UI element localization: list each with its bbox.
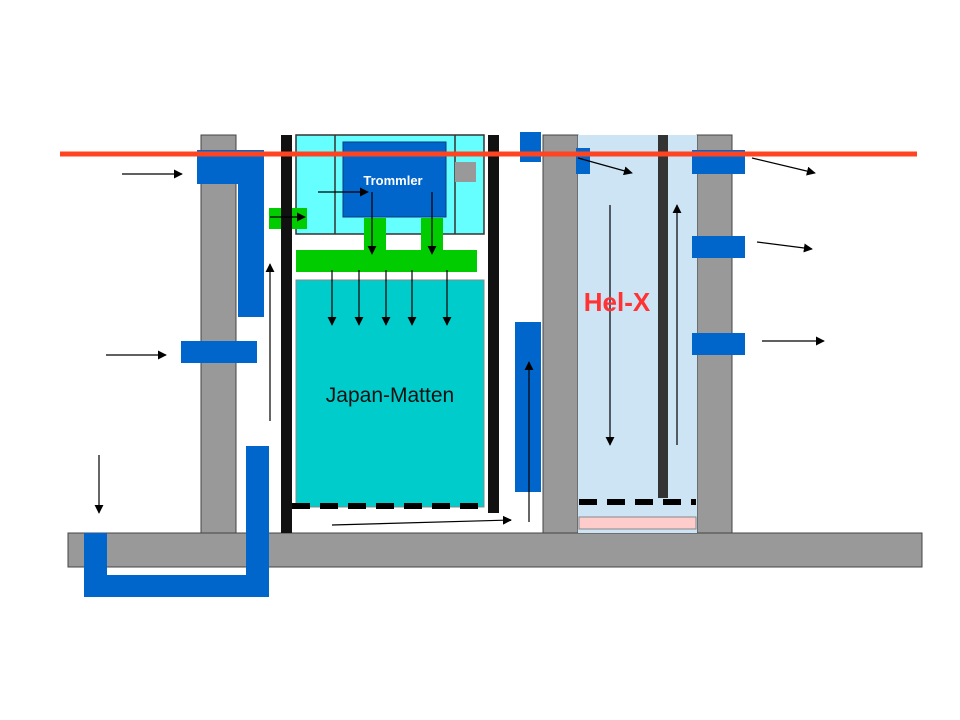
helx-bottom-strip <box>578 516 697 530</box>
divider-black-left <box>281 135 292 533</box>
helx-divider <box>658 135 668 498</box>
trommler-label: Trommler <box>363 173 422 188</box>
pipe-bottom-horizontal <box>84 575 269 597</box>
drum-motor-box <box>455 162 476 182</box>
helx-chamber <box>578 135 697 533</box>
arrow-icon <box>331 515 512 526</box>
pipe-outlet-low-right <box>692 333 745 355</box>
arrow-icon <box>577 157 633 176</box>
pipe-inlet-mid-left <box>181 341 257 363</box>
arrow-icon <box>751 157 816 176</box>
japan-matten-label: Japan-Matten <box>326 384 454 407</box>
divider-black-right <box>488 135 499 513</box>
pipe-middle-thin <box>520 132 541 162</box>
pipe-outlet-mid-right <box>692 236 745 258</box>
hel-x-label: Hel-X <box>584 287 651 317</box>
pipe-left-vertical-down <box>238 150 264 317</box>
flow-arrows <box>94 157 825 526</box>
base-floor <box>67 532 923 568</box>
wall-middle <box>542 134 579 534</box>
pipe-bottom-drain <box>84 533 107 597</box>
wall-left <box>200 134 237 534</box>
green-distributor <box>296 250 477 272</box>
pipe-middle-long <box>515 322 541 492</box>
pipe-left-bottom-vertical <box>246 446 269 597</box>
arrow-icon <box>756 241 813 253</box>
